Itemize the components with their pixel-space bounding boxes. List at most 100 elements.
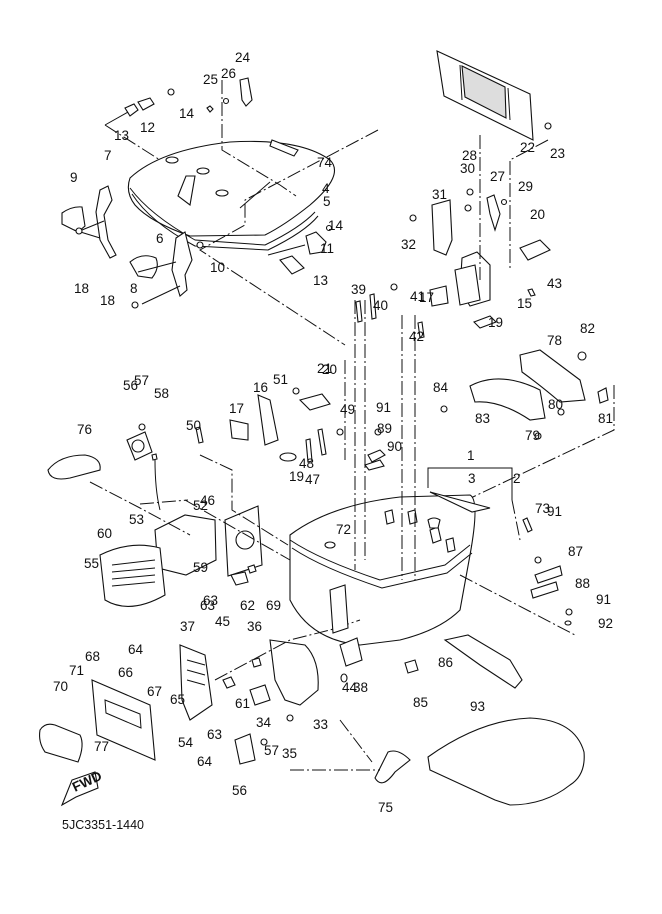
callout-1: 1 xyxy=(467,448,475,463)
trim-strip xyxy=(269,139,299,157)
callout-19: 19 xyxy=(488,315,503,330)
callout-72: 72 xyxy=(336,522,351,537)
lid-bracket-top xyxy=(104,77,253,161)
callout-7: 7 xyxy=(104,148,112,163)
callout-73: 73 xyxy=(535,501,550,516)
callout-57: 57 xyxy=(264,743,279,758)
callout-40: 40 xyxy=(373,298,388,313)
callout-55: 55 xyxy=(84,556,99,571)
callout-86: 86 xyxy=(438,655,453,670)
callout-3: 3 xyxy=(468,471,476,486)
callout-14: 14 xyxy=(179,106,195,121)
callout-16: 16 xyxy=(253,380,268,395)
pad-76 xyxy=(47,454,101,480)
callout-32: 32 xyxy=(401,237,416,252)
callout-20: 20 xyxy=(322,362,337,377)
callout-91: 91 xyxy=(596,592,611,607)
callout-81: 81 xyxy=(598,411,613,426)
leader-dash-lid xyxy=(199,129,379,346)
callout-23: 23 xyxy=(550,146,565,161)
callout-38: 38 xyxy=(353,680,368,695)
callout-56: 56 xyxy=(232,783,247,798)
callout-10: 10 xyxy=(210,260,225,275)
bracket-1 xyxy=(427,467,513,500)
callout-74: 74 xyxy=(317,155,333,170)
fwd-arrow-icon: FWD xyxy=(60,768,104,807)
callout-27: 27 xyxy=(490,169,505,184)
callout-20: 20 xyxy=(530,207,545,222)
figure-code: 5JC3351-1440 xyxy=(62,818,144,832)
callout-6: 6 xyxy=(156,231,164,246)
callout-85: 85 xyxy=(413,695,428,710)
callout-12: 12 xyxy=(140,120,155,135)
callout-2: 2 xyxy=(513,471,521,486)
callout-36: 36 xyxy=(247,619,262,634)
callout-35: 35 xyxy=(282,746,297,761)
callout-11: 11 xyxy=(320,241,334,256)
callout-47: 47 xyxy=(305,472,320,487)
callout-24: 24 xyxy=(235,50,251,65)
callout-28: 28 xyxy=(462,148,477,163)
callout-14: 14 xyxy=(328,218,344,233)
speaker-top xyxy=(126,423,161,511)
callout-8: 8 xyxy=(130,281,138,296)
callout-5: 5 xyxy=(323,194,331,209)
callout-13: 13 xyxy=(114,128,129,143)
right-upper-bracket xyxy=(329,264,536,634)
callout-59: 59 xyxy=(193,560,208,575)
callout-17: 17 xyxy=(419,290,434,305)
callout-65: 65 xyxy=(170,692,185,707)
callout-84: 84 xyxy=(433,380,449,395)
callout-43: 43 xyxy=(547,276,562,291)
callout-37: 37 xyxy=(180,619,195,634)
callout-93: 93 xyxy=(470,699,485,714)
callout-75: 75 xyxy=(378,800,393,815)
callout-66: 66 xyxy=(118,665,133,680)
callout-77: 77 xyxy=(94,739,109,754)
callout-30: 30 xyxy=(460,161,475,176)
callout-52: 52 xyxy=(193,498,208,513)
callout-57: 57 xyxy=(134,373,149,388)
callout-18: 18 xyxy=(100,293,115,308)
callout-39: 39 xyxy=(351,282,366,297)
lid-assembly xyxy=(127,80,335,251)
callout-18: 18 xyxy=(74,281,89,296)
callout-68: 68 xyxy=(85,649,100,664)
callout-45: 45 xyxy=(215,614,230,629)
callout-64: 64 xyxy=(197,754,213,769)
right-lower xyxy=(364,428,576,689)
callout-64: 64 xyxy=(128,642,144,657)
callout-63: 63 xyxy=(203,593,218,608)
callout-83: 83 xyxy=(475,411,490,426)
callout-58: 58 xyxy=(154,386,169,401)
callout-54: 54 xyxy=(178,735,194,750)
callout-22: 22 xyxy=(520,140,535,155)
callout-79: 79 xyxy=(525,428,540,443)
lid-bracket-right xyxy=(267,224,333,275)
callout-44: 44 xyxy=(342,680,358,695)
callout-34: 34 xyxy=(256,715,272,730)
callout-4: 4 xyxy=(322,181,330,196)
callout-labels: 1234567891011121313141415161717181819192… xyxy=(53,50,613,815)
mat-93 xyxy=(427,717,585,806)
callout-46: 46 xyxy=(200,493,215,508)
callout-53: 53 xyxy=(129,512,144,527)
callout-21: 21 xyxy=(317,361,332,376)
callout-60: 60 xyxy=(97,526,112,541)
callout-49: 49 xyxy=(340,402,355,417)
callout-15: 15 xyxy=(517,296,532,311)
callout-63: 63 xyxy=(200,598,215,613)
hinge-left xyxy=(61,185,204,309)
callout-41: 41 xyxy=(410,289,425,304)
callout-82: 82 xyxy=(580,321,595,336)
handle-hinge xyxy=(434,349,615,516)
pad-75 xyxy=(374,750,411,784)
callout-90: 90 xyxy=(387,439,402,454)
pad-77 xyxy=(39,723,83,763)
callout-87: 87 xyxy=(568,544,583,559)
callout-71: 71 xyxy=(69,663,84,678)
tray-21 xyxy=(436,50,552,141)
callout-78: 78 xyxy=(547,333,562,348)
callout-91: 91 xyxy=(547,504,562,519)
callout-61: 61 xyxy=(235,696,250,711)
